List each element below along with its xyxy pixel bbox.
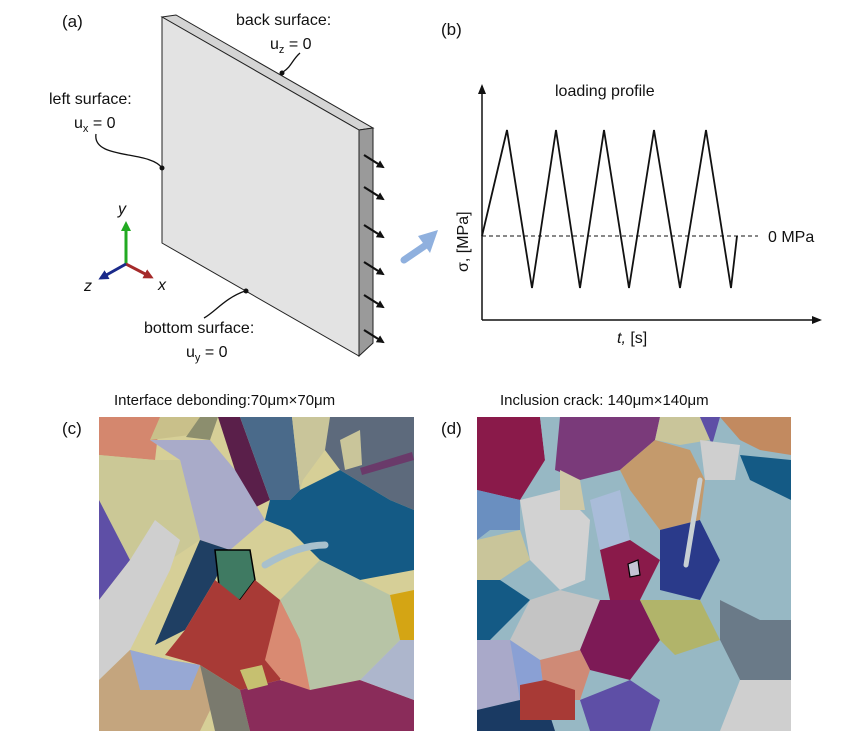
- coordinate-axes: [98, 221, 154, 280]
- panel-c-title: Interface debonding:70μm×70μm: [114, 392, 335, 409]
- panel-b-label: (b): [441, 20, 462, 39]
- loading-profile-curve: [481, 129, 738, 289]
- plate-right-face: [358, 127, 374, 358]
- microstructure-d: [477, 417, 791, 731]
- bottom-surface-leader: [203, 290, 246, 319]
- chart-title: loading profile: [555, 83, 655, 100]
- panel-d: (d) Inclusion crack: 140μm×140μm: [441, 392, 791, 731]
- back-surface-label: back surface:: [236, 12, 331, 29]
- panel-d-title: Inclusion crack: 140μm×140μm: [500, 392, 709, 409]
- panel-a-label: (a): [62, 12, 83, 31]
- y-axis-label: y: [117, 201, 127, 218]
- panel-b: (b) loading profile 0 MPa σ, [MPa] t, [s…: [441, 20, 822, 347]
- bottom-surface-label: bottom surface:: [144, 320, 254, 337]
- x-axis-label: x: [157, 277, 167, 294]
- transition-arrow: [400, 230, 438, 264]
- panel-d-label: (d): [441, 419, 462, 438]
- left-surface-label: left surface:: [49, 91, 132, 108]
- microstructure-c: [99, 417, 414, 731]
- panel-c: (c) Interface debonding:70μm×70μm: [62, 392, 414, 731]
- load-arrows: [363, 154, 385, 344]
- back-surface-bc: uz = 0: [270, 36, 312, 56]
- left-surface-bc: ux = 0: [74, 115, 116, 135]
- y-axis-label: σ, [MPa]: [455, 211, 472, 272]
- zero-label: 0 MPa: [768, 229, 814, 246]
- left-surface-leader: [95, 133, 163, 169]
- back-surface-leader: [282, 52, 301, 73]
- panel-a: (a) back surface: uz = 0 left surface: u…: [49, 12, 385, 364]
- x-axis-label: t, [s]: [617, 330, 647, 347]
- panel-c-label: (c): [62, 419, 82, 438]
- bottom-surface-bc: uy = 0: [186, 344, 228, 364]
- z-axis-label: z: [83, 278, 92, 295]
